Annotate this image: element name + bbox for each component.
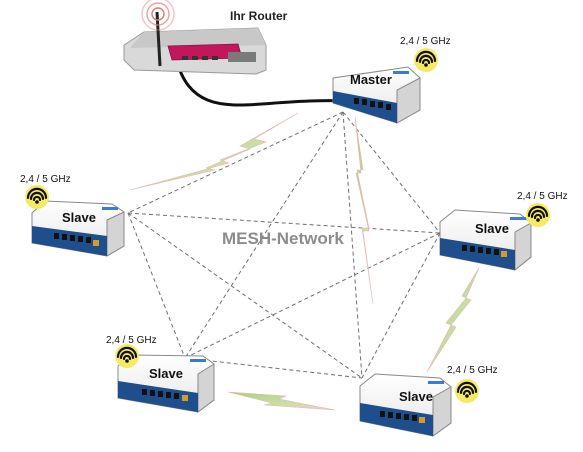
band-label-slave-bottom-right: 2,4 / 5 GHz	[447, 365, 498, 376]
router-label: Ihr Router	[230, 9, 288, 23]
link-left-bottom-right	[127, 212, 363, 379]
wireless-bolts	[129, 112, 480, 411]
link-right-bottom-left	[184, 232, 441, 359]
wifi-icon	[455, 379, 479, 403]
wifi-icon	[115, 344, 139, 368]
ethernet-cable	[174, 57, 349, 107]
bolt-master-left	[129, 112, 299, 191]
link-left-bottom-left	[127, 212, 186, 359]
link-bottom-left-bottom-right	[184, 357, 363, 379]
node-label-slave-right: Slave	[475, 221, 509, 236]
node-box-slave-bottom-left	[117, 354, 215, 413]
node-box-slave-bottom-right	[359, 373, 452, 437]
wifi-icon	[25, 185, 49, 209]
band-label-master: 2,4 / 5 GHz	[400, 36, 451, 47]
link-left-right	[127, 212, 441, 234]
node-label-slave-left: Slave	[62, 210, 96, 225]
node-box-master	[332, 66, 421, 124]
router-signal-icon	[141, 0, 175, 31]
link-master-slave-bottom-right	[342, 111, 363, 379]
band-label-slave-left: 2,4 / 5 GHz	[20, 174, 71, 185]
link-right-bottom-right	[361, 232, 441, 379]
node-label-master: Master	[350, 72, 392, 87]
node-label-slave-bottom-right: Slave	[399, 389, 433, 404]
bolt-master-bottom-right	[354, 116, 374, 305]
node-box-slave-left	[31, 200, 125, 257]
wifi-icon	[414, 48, 438, 72]
bolt-bottomleft-bottomright	[227, 391, 336, 411]
link-master-slave-right	[342, 111, 441, 234]
node-box-slave-right	[439, 209, 532, 272]
band-label-slave-right: 2,4 / 5 GHz	[517, 191, 568, 202]
band-label-slave-bottom-left: 2,4 / 5 GHz	[106, 335, 157, 346]
mesh-network-title: MESH-Network	[222, 229, 344, 248]
node-label-slave-bottom-left: Slave	[149, 366, 183, 381]
mesh-links	[127, 111, 441, 379]
wifi-icon	[526, 203, 550, 227]
link-master-slave-left	[127, 111, 344, 214]
bolt-right-bottom-right	[426, 267, 480, 373]
router-device	[123, 0, 267, 75]
